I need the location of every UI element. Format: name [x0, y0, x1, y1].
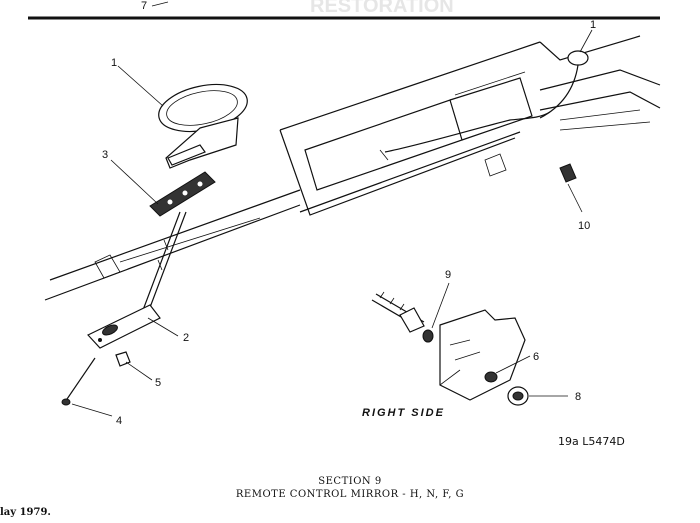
bracket-hole: [98, 338, 102, 342]
mirror-base-gasket: [149, 171, 216, 217]
leader-4: [71, 403, 113, 417]
leader-2: [147, 317, 179, 337]
cable-clip: [559, 163, 577, 183]
mirror-base-neck: [167, 144, 206, 166]
door-panel-tab: [94, 254, 121, 279]
callout-5: 5: [155, 377, 161, 389]
gasket-hole-2: [182, 190, 188, 196]
gasket-hole-3: [197, 181, 203, 187]
callout-8: 8: [575, 391, 581, 403]
right-side-detail: [371, 282, 568, 406]
screw-path: [64, 357, 96, 403]
callout-3: 3: [102, 149, 108, 161]
control-cable: [139, 211, 187, 319]
callout-10: 10: [578, 220, 590, 232]
watermark: RESTORATION: [310, 0, 454, 17]
dash-edge: [454, 71, 526, 96]
leader-1-left: [117, 65, 164, 107]
callout-2: 2: [183, 332, 189, 344]
right-side-label: RIGHT SIDE: [362, 407, 445, 419]
dash-panel: [449, 77, 533, 141]
caption-title: REMOTE CONTROL MIRROR - H, N, F, G: [235, 489, 465, 500]
grommet-center: [512, 391, 524, 401]
left-assembly: [44, 65, 301, 417]
callout-7-leader: [151, 1, 169, 7]
cable-detail: [157, 239, 169, 271]
leader-1-right: [579, 29, 593, 53]
callout-4: 4: [116, 415, 122, 427]
control-knob: [102, 324, 118, 336]
leader-5: [125, 361, 153, 381]
screw-head: [61, 398, 71, 406]
escutcheon-cable: [539, 64, 579, 119]
dashboard-assembly: [279, 29, 661, 216]
leader-6: [495, 355, 531, 374]
control-escutcheon: [567, 50, 589, 66]
door-trim-lines: [559, 109, 651, 131]
dash-cable: [384, 111, 551, 153]
washer: [422, 329, 434, 343]
footer-date: lay 1979.: [0, 507, 51, 518]
dash-switch: [484, 153, 507, 177]
callout-1-right: 1: [590, 19, 596, 31]
leader-3: [110, 159, 159, 205]
figure-code: 19a L5474D: [558, 435, 625, 448]
door-trim: [539, 69, 661, 111]
cable-end: [379, 149, 389, 161]
dash-outline: [279, 41, 541, 216]
control-bracket: [87, 304, 161, 349]
detail-mirror-body: [439, 309, 526, 401]
nut: [115, 351, 131, 367]
leader-10: [567, 183, 583, 213]
gasket-hole-1: [167, 199, 173, 205]
callout-1-left: 1: [111, 57, 117, 69]
detail-cable-threads: [379, 291, 415, 317]
door-panel-top: [44, 189, 301, 301]
detail-sleeve: [399, 307, 425, 333]
door-panel-line: [119, 217, 261, 263]
caption-section: SECTION 9: [318, 476, 382, 487]
detail-body-lines: [439, 339, 481, 386]
callout-9: 9: [445, 269, 451, 281]
leader-9: [431, 282, 450, 329]
mirror-glass: [166, 90, 238, 126]
dash-top-right: [539, 35, 641, 61]
callout-7: 7: [141, 0, 147, 12]
callout-6: 6: [533, 351, 539, 363]
detail-nut: [484, 371, 498, 383]
